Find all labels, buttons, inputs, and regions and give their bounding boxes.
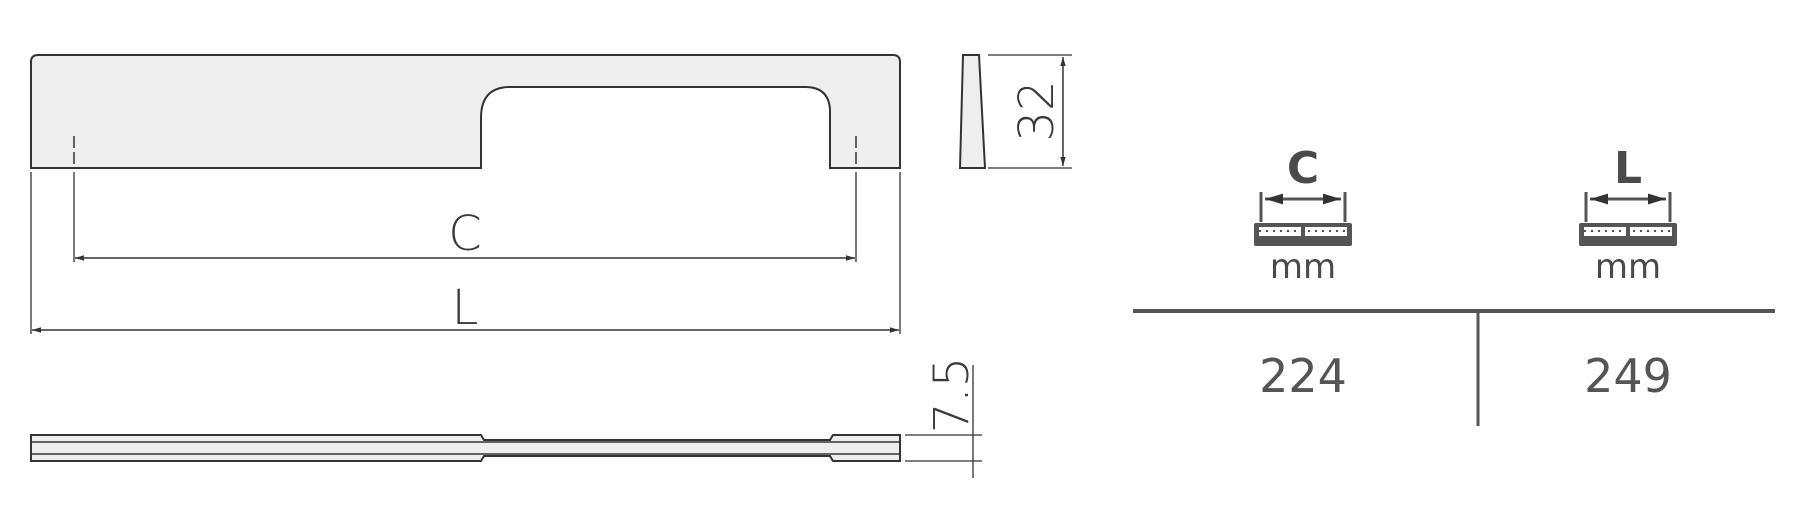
column-header-c-label: C [1287,143,1319,194]
ruler-icon [1254,192,1352,246]
column-header-c: C mm [1254,143,1352,287]
handle-side-view [958,54,987,169]
column-header-l: L mm [1579,143,1677,287]
handle-front-view [30,54,901,169]
value-c: 224 [1259,349,1347,403]
column-unit-c: mm [1270,247,1336,287]
column-unit-l: mm [1595,247,1661,287]
l-dimension-label: L [452,280,479,336]
handle-top-view [30,434,901,462]
value-l: 249 [1584,349,1672,403]
height-dimension-label: 32 [1009,80,1065,141]
c-dimension-label: C [448,206,482,262]
ruler-icon [1579,192,1677,246]
depth-dimension-label: 7.5 [924,357,980,433]
column-header-l-label: L [1614,143,1642,194]
